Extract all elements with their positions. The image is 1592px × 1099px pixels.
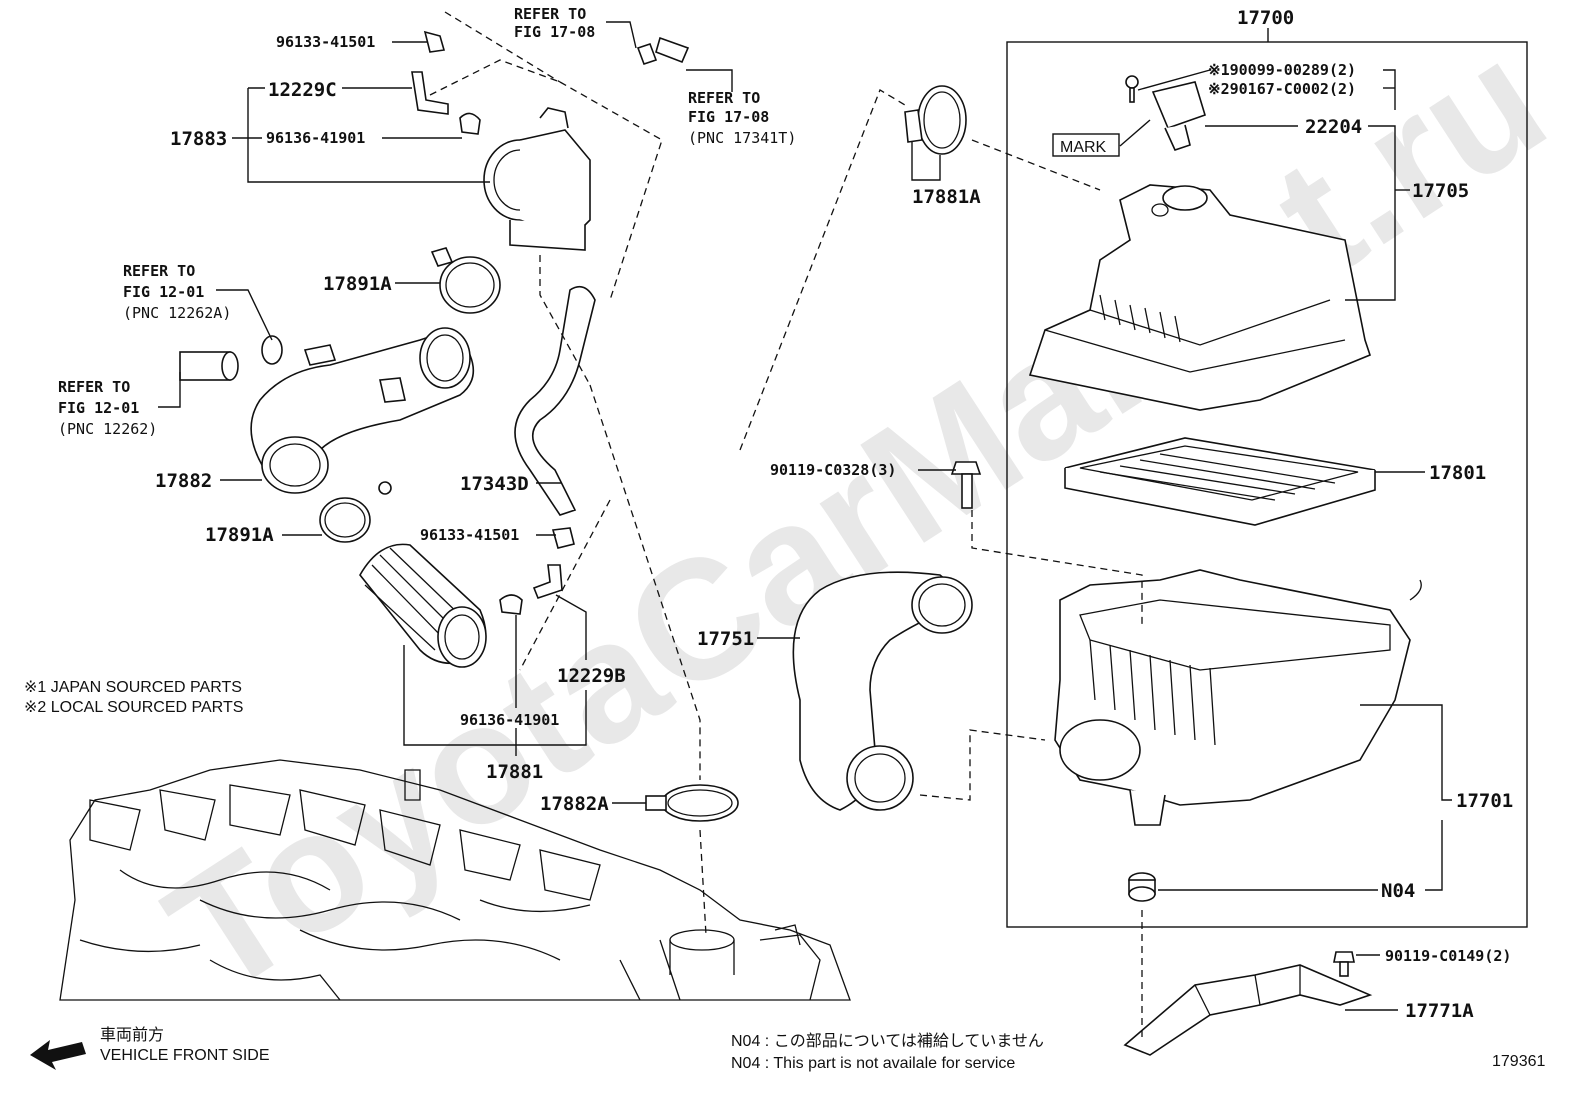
label-17700: 17700 — [1237, 7, 1294, 29]
ref-fig-17-08-b-line1: REFER TO — [688, 89, 760, 107]
air-intake-connector-17883 — [483, 107, 591, 251]
note-front-en: VEHICLE FRONT SIDE — [100, 1047, 270, 1064]
label-96133-41501-top: 96133-41501 — [276, 33, 375, 51]
ref-fig-12-01-a-line3: (PNC 12262A) — [123, 304, 231, 322]
corrugated-hose-17881 — [359, 543, 487, 668]
footnotes: ※1 JAPAN SOURCED PARTS ※2 LOCAL SOURCED … — [24, 679, 1545, 1072]
label-12229B: 12229B — [557, 665, 626, 687]
air-flow-meter-22204 — [1125, 75, 1206, 151]
label-17882: 17882 — [155, 470, 212, 492]
reference-notes: REFER TO FIG 17-08 REFER TO FIG 17-08 (P… — [58, 5, 796, 438]
clamp-17881A — [904, 85, 967, 155]
figure-number: 179361 — [1492, 1053, 1545, 1070]
clip-96133-41501-mid — [551, 527, 575, 549]
clip-96136-41901-mid — [499, 594, 523, 615]
label-17891A-top: 17891A — [323, 273, 392, 295]
label-290167-C0002: ※290167-C0002(2) — [1208, 80, 1356, 98]
ref-fig-12-01-a-line1: REFER TO — [123, 262, 195, 280]
ref-fig-17-08-a-line2: FIG 17-08 — [514, 23, 595, 41]
inlet-duct-17751 — [792, 571, 973, 811]
label-17891A-mid: 17891A — [205, 524, 274, 546]
bolt-90119-C0328 — [950, 461, 982, 509]
label-190099-00289: ※190099-00289(2) — [1208, 61, 1356, 79]
note-japan-sourced: ※1 JAPAN SOURCED PARTS — [24, 679, 242, 696]
label-96136-41901-top: 96136-41901 — [266, 129, 365, 147]
hose-clamp-17882A — [645, 784, 739, 822]
label-90119-C0149: 90119-C0149(2) — [1385, 947, 1511, 965]
label-17701: 17701 — [1456, 790, 1513, 812]
air-filter-element-17801 — [1064, 437, 1376, 526]
note-front-jp: 車両前方 — [100, 1026, 164, 1044]
hose-clamp-17891A-top — [430, 247, 501, 314]
mark-label: MARK — [1060, 139, 1107, 156]
label-90119-C0328: 90119-C0328(3) — [770, 461, 896, 479]
ref-fig-12-01-b-line1: REFER TO — [58, 378, 130, 396]
part-labels: 17700 96133-41501 12229C 17883 96136-419… — [155, 7, 1513, 1022]
air-hose-17882 — [250, 327, 475, 494]
air-cleaner-assembly-box — [1006, 41, 1528, 928]
ref-fig-12-01-b-line2: FIG 12-01 — [58, 399, 139, 417]
label-22204: 22204 — [1305, 116, 1362, 138]
pipe-refer-fig-12-01 — [179, 335, 283, 381]
front-arrow-icon — [30, 1040, 86, 1070]
label-96136-41901-mid: 96136-41901 — [460, 711, 559, 729]
ref-fig-17-08-b-line3: (PNC 17341T) — [688, 129, 796, 147]
label-17883: 17883 — [170, 128, 227, 150]
ref-fig-17-08-b-line2: FIG 17-08 — [688, 108, 769, 126]
note-local-sourced: ※2 LOCAL SOURCED PARTS — [24, 699, 243, 716]
ref-fig-17-08-a-line1: REFER TO — [514, 5, 586, 23]
air-cleaner-cap-17705 — [1028, 184, 1371, 411]
grommet-N04 — [1128, 872, 1156, 902]
air-cleaner-case-17701 — [1054, 569, 1422, 826]
label-17881A: 17881A — [912, 186, 981, 208]
mark-box — [1052, 133, 1120, 157]
label-96133-41501-mid: 96133-41501 — [420, 526, 519, 544]
label-12229C: 12229C — [268, 79, 337, 101]
label-17751: 17751 — [697, 628, 754, 650]
label-17801: 17801 — [1429, 462, 1486, 484]
pipe-12229C — [411, 71, 449, 115]
label-17705: 17705 — [1412, 180, 1469, 202]
label-17771A: 17771A — [1405, 1000, 1474, 1022]
bracket-17771A — [1123, 964, 1373, 1056]
clip-96133-41501-top — [423, 30, 446, 53]
leader-lines — [158, 21, 1452, 1011]
hose-clamp-17891A-mid — [319, 481, 392, 543]
label-17881: 17881 — [486, 761, 543, 783]
label-N04: N04 — [1381, 880, 1415, 902]
hose-refer-fig-17-08 — [636, 36, 690, 66]
ref-fig-12-01-b-line3: (PNC 12262) — [58, 420, 157, 438]
clip-96136-41901-top — [459, 112, 481, 135]
label-17882A: 17882A — [540, 793, 609, 815]
ref-fig-12-01-a-line2: FIG 12-01 — [123, 283, 204, 301]
dashed-guide-lines — [429, 11, 1143, 1040]
label-17343D: 17343D — [460, 473, 529, 495]
note-n04-jp: N04 : この部品については補給していません — [731, 1032, 1044, 1050]
bolt-90119-C0149 — [1333, 951, 1355, 977]
hose-17343D — [514, 285, 596, 516]
engine-block-illustration — [59, 759, 851, 1001]
pipe-12229B — [532, 564, 563, 599]
note-n04-en: N04 : This part is not availale for serv… — [731, 1055, 1015, 1072]
